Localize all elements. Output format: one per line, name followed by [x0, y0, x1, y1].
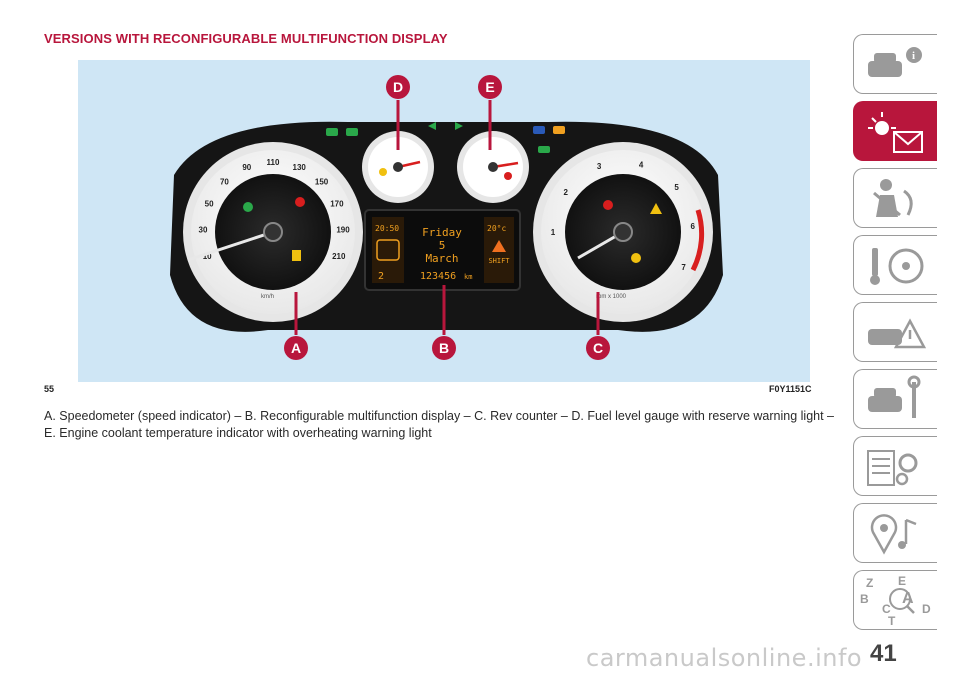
warning-light	[295, 197, 305, 207]
tab-maintenance[interactable]	[853, 369, 937, 429]
page-number: 41	[870, 640, 897, 667]
tab-technical-data[interactable]	[853, 436, 937, 496]
speedometer: 10 30 50 70 90 110 130 150 170 190 210 km/h	[183, 142, 363, 322]
section-heading: VERSIONS WITH RECONFIGURABLE MULTIFUNCTI…	[44, 31, 448, 46]
top-indicator-lights	[326, 122, 565, 153]
maintenance-icon	[868, 375, 921, 418]
index-letter-b: B	[860, 592, 869, 606]
index-icon: Z E A B D C T	[860, 574, 931, 628]
index-letter-c: C	[882, 602, 891, 616]
speedometer-needle	[187, 230, 274, 262]
speed-tick-label: 10	[203, 252, 212, 261]
figure-number: 55	[44, 384, 55, 394]
tab-index[interactable]: Z E A B D C T	[853, 570, 937, 630]
rev-unit-label: rpm x 1000	[596, 294, 627, 300]
display-month: March	[425, 252, 458, 265]
display-time: 20:50	[375, 224, 399, 233]
multimedia-icon	[870, 514, 917, 555]
safety-seatbelt-icon	[873, 179, 913, 217]
shift-up-icon	[492, 240, 506, 252]
fuel-gauge	[362, 131, 434, 203]
display-shift: SHIFT	[488, 257, 510, 265]
emergency-icon	[868, 318, 927, 349]
index-letter-e: E	[898, 574, 906, 588]
engine-light	[631, 253, 641, 263]
tab-starting-driving[interactable]	[853, 235, 937, 295]
display-gear: 2	[378, 271, 384, 282]
warning-lights-icon	[868, 112, 923, 153]
callout-b: B	[439, 340, 449, 356]
display-odometer-unit: km	[464, 273, 472, 281]
turn-left-icon	[428, 122, 436, 130]
figure-caption: A. Speedometer (speed indicator) – B. Re…	[44, 409, 834, 440]
rev-tick-label: 5	[674, 183, 679, 192]
svg-text:i: i	[912, 50, 915, 62]
speed-tick-label: 170	[330, 200, 344, 209]
rev-counter-tick-labels: 1 2 3 4 5 6 7	[551, 160, 696, 272]
callout-d: D	[393, 79, 403, 95]
tab-car-info[interactable]: i	[853, 34, 937, 94]
index-letter-t: T	[888, 614, 896, 628]
rev-warning-light	[603, 200, 613, 210]
index-letter-z: Z	[866, 576, 873, 590]
speed-tick-label: 110	[267, 158, 280, 167]
speed-tick-label: 30	[199, 226, 208, 235]
door-icon	[376, 239, 400, 261]
tab-safety[interactable]	[853, 168, 937, 228]
index-letter-d: D	[922, 602, 931, 616]
car-info-icon: i	[868, 47, 922, 77]
multifunction-display: 20:50 20°c Friday 5 March 123456 km 2 SH…	[364, 209, 521, 291]
rev-tick-label: 6	[690, 222, 695, 231]
speed-tick-label: 50	[205, 200, 214, 209]
display-day: Friday	[422, 226, 462, 239]
callout-e: E	[485, 79, 494, 95]
callout-c: C	[593, 340, 603, 356]
rev-tick-label: 2	[563, 188, 568, 197]
speed-unit-label: km/h	[261, 294, 274, 300]
speed-tick-label: 90	[242, 163, 251, 172]
speed-tick-label: 130	[293, 163, 307, 172]
left-indicator-light	[243, 202, 253, 212]
speedometer-tick-labels: 10 30 50 70 90 110 130 150 170 190 210	[199, 158, 351, 261]
tab-warning-lights[interactable]	[853, 101, 937, 161]
speed-tick-label: 150	[315, 178, 329, 187]
fuel-warning-light	[292, 250, 301, 261]
callout-a: A	[291, 340, 301, 356]
speed-tick-label: 70	[220, 178, 229, 187]
rev-tick-label: 7	[681, 263, 686, 272]
rev-tick-label: 1	[551, 228, 556, 237]
coolant-gauge	[457, 131, 529, 203]
rev-counter: 1 2 3 4 5 6 7 rpm x 1000	[533, 142, 713, 322]
tab-emergency[interactable]	[853, 302, 937, 362]
display-temperature: 20°c	[487, 224, 506, 233]
turn-right-icon	[455, 122, 463, 130]
tab-multimedia[interactable]	[853, 503, 937, 563]
speed-tick-label: 190	[336, 226, 350, 235]
rev-tick-label: 4	[639, 160, 644, 169]
display-date: 5	[439, 239, 446, 252]
redline	[690, 209, 705, 272]
fuel-reserve-light	[379, 168, 387, 176]
hazard-warning-light	[650, 203, 662, 214]
speed-tick-label: 210	[332, 252, 346, 261]
rev-tick-label: 3	[597, 162, 602, 171]
watermark: carmanualsonline.info	[586, 644, 863, 672]
overheating-light	[504, 172, 512, 180]
index-letter-a: A	[902, 590, 914, 607]
display-odometer: 123456	[420, 271, 456, 282]
technical-data-icon	[867, 450, 918, 486]
figure-code: F0Y1151C	[769, 384, 812, 394]
callout-lines	[294, 100, 600, 335]
steering-wheel-icon	[870, 248, 924, 285]
callout-badges: A B C D E	[284, 75, 610, 360]
